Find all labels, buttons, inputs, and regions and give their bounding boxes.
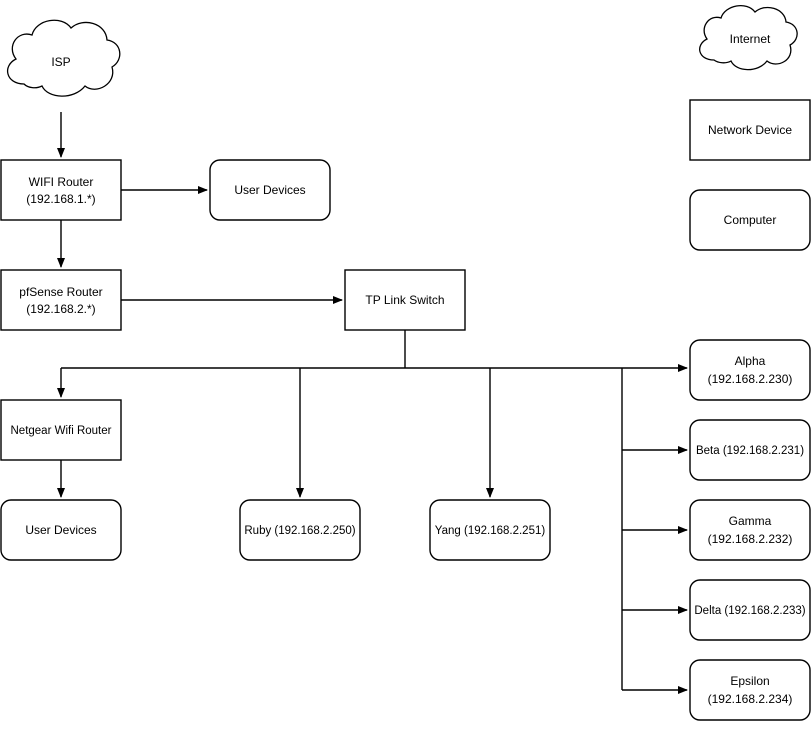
legend-group: Internet Network Device Computer (689, 4, 811, 251)
node-alpha[interactable]: Alpha (192.168.2.230) (689, 339, 811, 401)
node-user-devices-bottom[interactable]: User Devices (0, 499, 122, 561)
node-label-line2: (192.168.1.*) (26, 192, 95, 206)
node-yang[interactable]: Yang (192.168.2.251) (429, 499, 551, 561)
node-label-line2: (192.168.2.230) (708, 372, 793, 386)
node-label: ISP (51, 55, 70, 69)
legend-item-internet: Internet (699, 4, 798, 71)
node-label-line1: Gamma (729, 514, 772, 528)
node-label: User Devices (234, 183, 305, 197)
rectangle-shape (0, 399, 122, 461)
cloud-shape (6, 19, 121, 97)
node-label: User Devices (25, 523, 96, 537)
node-label: Delta (192.168.2.233) (694, 605, 805, 617)
node-label: TP Link Switch (365, 293, 444, 307)
node-wifi-router[interactable]: WIFI Router (192.168.1.*) (0, 159, 122, 221)
node-gamma[interactable]: Gamma (192.168.2.232) (689, 499, 811, 561)
legend-item-computer: Computer (689, 189, 811, 251)
edges-group (57, 112, 688, 694)
node-user-devices-top[interactable]: User Devices (209, 159, 331, 221)
node-label: Netgear Wifi Router (11, 425, 112, 437)
legend-label: Computer (724, 213, 777, 227)
node-tp-link-switch[interactable]: TP Link Switch (344, 269, 466, 331)
node-label-line1: Epsilon (730, 674, 769, 688)
rounded-rectangle-shape (689, 419, 811, 481)
rectangle-shape (689, 99, 811, 161)
legend-item-network-device: Network Device (689, 99, 811, 161)
node-ruby[interactable]: Ruby (192.168.2.250) (239, 499, 361, 561)
node-netgear-router[interactable]: Netgear Wifi Router (0, 399, 122, 461)
cloud-shape (699, 4, 798, 71)
node-label: Beta (192.168.2.231) (696, 445, 804, 457)
node-label-line2: (192.168.2.232) (708, 532, 793, 546)
node-label-line2: (192.168.2.234) (708, 692, 793, 706)
rounded-rectangle-shape (689, 189, 811, 251)
rectangle-shape (0, 159, 122, 221)
rounded-rectangle-shape (689, 659, 811, 721)
node-beta[interactable]: Beta (192.168.2.231) (689, 419, 811, 481)
node-label-line1: WIFI Router (29, 175, 94, 189)
node-isp[interactable]: ISP (6, 19, 121, 97)
node-epsilon[interactable]: Epsilon (192.168.2.234) (689, 659, 811, 721)
rounded-rectangle-shape (239, 499, 361, 561)
rectangle-shape (0, 269, 122, 331)
rounded-rectangle-shape (0, 499, 122, 561)
node-label: Ruby (192.168.2.250) (244, 525, 355, 537)
legend-label: Network Device (708, 123, 792, 137)
rounded-rectangle-shape (689, 339, 811, 401)
rounded-rectangle-shape (689, 499, 811, 561)
node-label-line1: Alpha (735, 354, 766, 368)
legend-label: Internet (730, 32, 771, 46)
node-label-line2: (192.168.2.*) (26, 302, 95, 316)
rectangle-shape (344, 269, 466, 331)
rounded-rectangle-shape (429, 499, 551, 561)
node-pfsense-router[interactable]: pfSense Router (192.168.2.*) (0, 269, 122, 331)
rounded-rectangle-shape (689, 579, 811, 641)
node-label-line1: pfSense Router (19, 285, 102, 299)
rounded-rectangle-shape (209, 159, 331, 221)
node-label: Yang (192.168.2.251) (435, 525, 546, 537)
node-delta[interactable]: Delta (192.168.2.233) (689, 579, 811, 641)
